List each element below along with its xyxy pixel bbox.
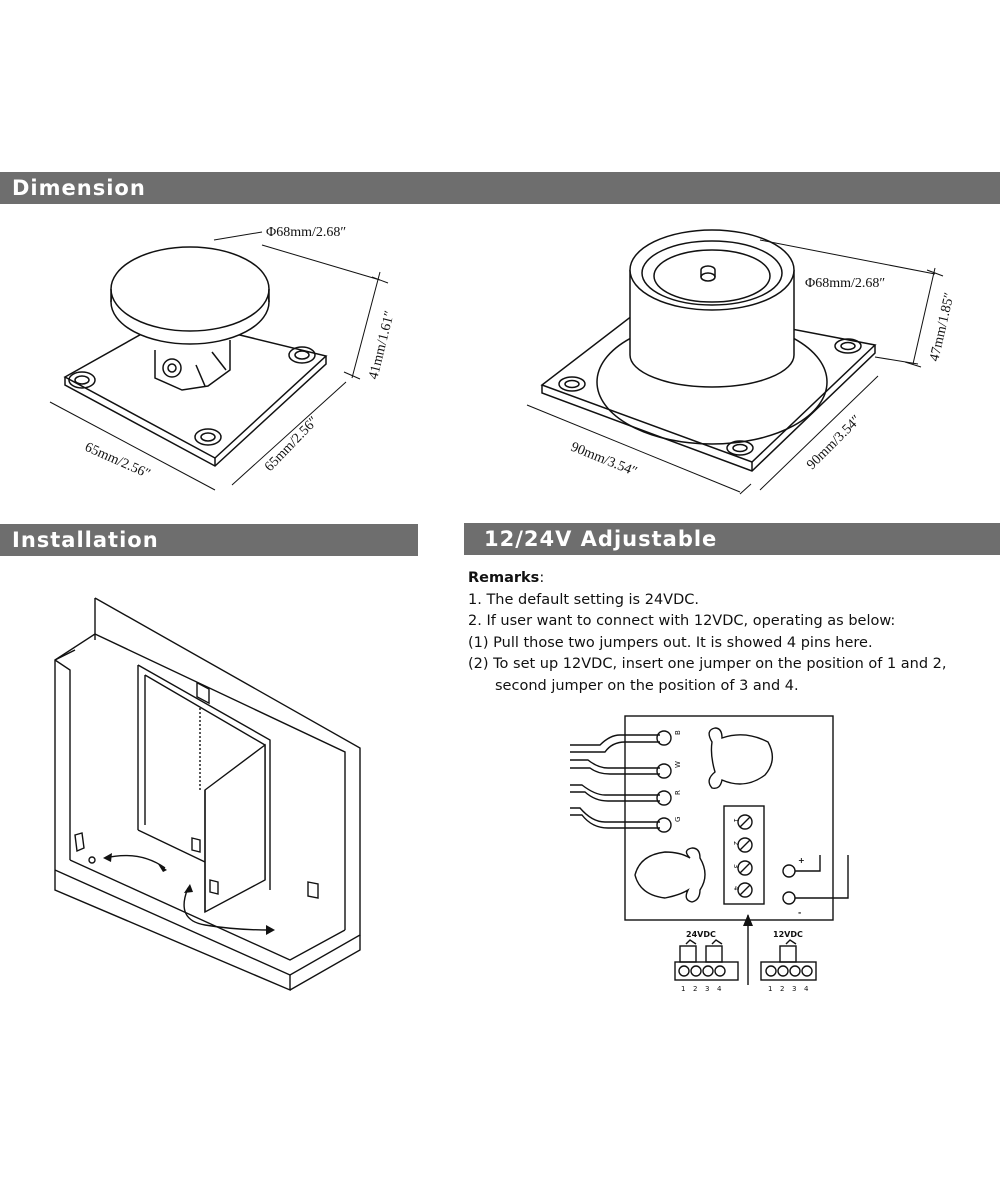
section-header-dimension: Dimension bbox=[0, 172, 1000, 204]
label-24vdc: 24VDC bbox=[686, 930, 716, 939]
wire-label-g: G bbox=[674, 817, 682, 822]
section-title: Installation bbox=[12, 528, 159, 552]
plus-label: + bbox=[798, 856, 805, 865]
terminal-pin-4: 4 bbox=[732, 886, 740, 891]
remarks-line: (2) To set up 12VDC, insert one jumper o… bbox=[468, 656, 947, 672]
section-header-installation: Installation bbox=[0, 524, 418, 556]
remarks-line: (1) Pull those two jumpers out. It is sh… bbox=[468, 634, 873, 651]
section-header-adjustable: 12/24V Adjustable bbox=[464, 523, 1000, 555]
remarks-colon: : bbox=[539, 570, 545, 586]
section-title: Dimension bbox=[12, 176, 146, 200]
remarks-title: Remarks bbox=[468, 570, 540, 586]
jumper24-pin-3: 3 bbox=[705, 985, 709, 993]
remarks-heading: Remarks: bbox=[468, 568, 998, 590]
remarks-line: second jumper on the position of 3 and 4… bbox=[495, 677, 799, 694]
jumper12-pin-4: 4 bbox=[804, 985, 809, 993]
jumper24-pin-2: 2 bbox=[693, 985, 697, 993]
jumper12-pin-3: 3 bbox=[792, 985, 796, 993]
terminal-pin-1: 1 bbox=[732, 818, 740, 822]
jumper12-pin-1: 1 bbox=[768, 985, 772, 993]
remarks-block: Remarks: 1. The default setting is 24VDC… bbox=[468, 568, 998, 697]
small-diameter-label: Φ68mm/2.68″ bbox=[266, 225, 346, 240]
section-title: 12/24V Adjustable bbox=[484, 527, 718, 551]
jumper24-pin-1: 1 bbox=[681, 985, 685, 993]
remarks-line: 1. The default setting is 24VDC. bbox=[468, 591, 699, 608]
wire-label-w: W bbox=[674, 761, 682, 768]
wire-label-b: B bbox=[674, 730, 682, 735]
label-12vdc: 12VDC bbox=[773, 930, 803, 939]
large-diameter-label: Φ68mm/2.68″ bbox=[805, 276, 885, 291]
terminal-pin-2: 2 bbox=[732, 841, 740, 845]
terminal-pin-3: 3 bbox=[732, 864, 740, 868]
remarks-line: 2. If user want to connect with 12VDC, o… bbox=[468, 613, 896, 629]
jumper12-pin-2: 2 bbox=[780, 985, 784, 993]
jumper24-pin-4: 4 bbox=[717, 985, 722, 993]
wire-label-r: R bbox=[674, 790, 682, 795]
minus-label: - bbox=[798, 908, 801, 917]
